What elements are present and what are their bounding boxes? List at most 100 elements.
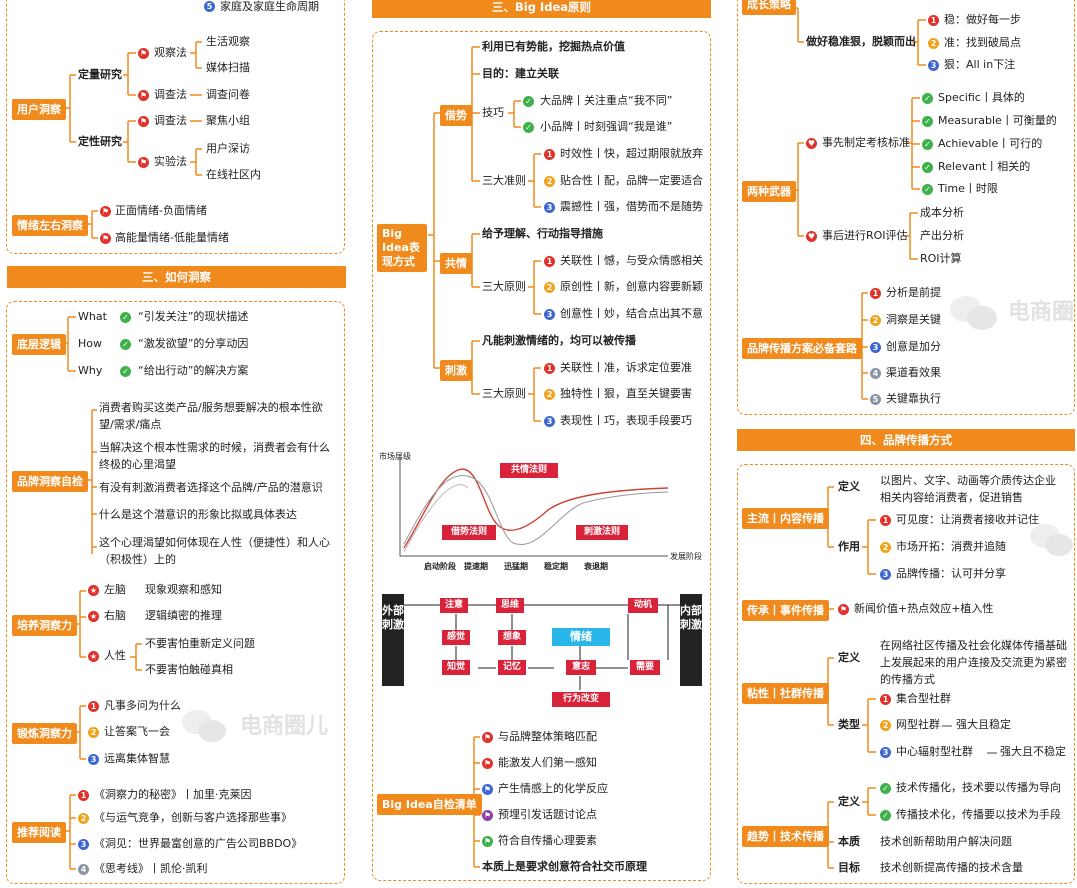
social-t3b: 强大且不稳定 bbox=[1000, 745, 1066, 758]
quant-research: 定量研究 bbox=[78, 68, 122, 81]
borrow-r3: 震撼性丨强，借势而不是随势 bbox=[560, 200, 703, 213]
deep-interview: 用户深访 bbox=[206, 142, 250, 155]
flow-emotion: 情绪 bbox=[552, 628, 610, 646]
user-insight-tag: 用户洞察 bbox=[12, 99, 66, 120]
flag-icon: ⚑ bbox=[100, 233, 111, 244]
outer-stimulus: 外部刺激 bbox=[382, 594, 404, 686]
number-5-icon: 5 bbox=[870, 394, 881, 405]
content-tag: 主流丨内容传播 bbox=[742, 508, 829, 529]
curve-x-tick: 稳定期 bbox=[544, 562, 568, 571]
check-icon: ✓ bbox=[523, 122, 534, 133]
check-e: 符合自传播心理要素 bbox=[498, 834, 597, 847]
curve-ylabel: 市场层级 bbox=[379, 452, 411, 461]
number-1-icon: 1 bbox=[88, 701, 99, 712]
curve-x-tick: 迅猛期 bbox=[504, 562, 528, 571]
check-icon: ✓ bbox=[880, 810, 891, 821]
read-a: 《洞察力的秘密》丨加里·克莱因 bbox=[94, 788, 252, 801]
content-u2: 市场开拓：消费并追随 bbox=[896, 540, 1006, 553]
borrow-s1: 大品牌丨关注重点“我不同” bbox=[540, 94, 673, 107]
stimulate-r3: 表现性丨巧，表现手段要巧 bbox=[560, 414, 692, 427]
check-icon: ✓ bbox=[120, 339, 131, 350]
content-use: 作用 bbox=[838, 540, 860, 553]
social-t2: 网型社群 bbox=[896, 718, 940, 731]
read-b: 《与运气竞争，创新与客户选择那些事》 bbox=[94, 811, 292, 824]
read-c: 《洞见：世界最富创意的广告公司BBDO》 bbox=[94, 837, 303, 850]
comm-panel bbox=[737, 464, 1075, 884]
weapons-std: 事先制定考核标准 bbox=[822, 136, 910, 149]
number-3-icon: 3 bbox=[544, 202, 555, 213]
number-2-icon: 2 bbox=[880, 720, 891, 731]
event-tag: 传承丨事件传播 bbox=[742, 600, 829, 621]
tech-goal-text: 技术创新提高传播的技术含量 bbox=[880, 861, 1023, 874]
number-4-icon: 4 bbox=[870, 368, 881, 379]
number-2-icon: 2 bbox=[544, 176, 555, 187]
right-brain-text: 逻辑缜密的推理 bbox=[145, 609, 222, 622]
weapons-s5: Time丨时限 bbox=[938, 182, 998, 195]
weapons-roi: 事后进行ROI评估 bbox=[822, 229, 908, 242]
resonate-rule: 三大原则 bbox=[482, 280, 526, 293]
number-3-icon: 3 bbox=[870, 342, 881, 353]
section-4-header: 四、品牌传播方式 bbox=[737, 429, 1075, 451]
brand-check-tag: 品牌洞察自检 bbox=[12, 471, 88, 492]
curve-label-stimulate: 刺激法则 bbox=[576, 525, 628, 540]
precise-label: 做好稳准狠，脱颖而出 bbox=[806, 35, 916, 48]
borrow-r1: 时效性丨快，超过期限就放弃 bbox=[560, 147, 703, 160]
check-b: 能激发人们第一感知 bbox=[498, 756, 597, 769]
observe-method: 观察法 bbox=[154, 46, 187, 59]
emotion-tag: 情绪左右洞察 bbox=[12, 215, 88, 236]
star-icon: ★ bbox=[88, 651, 99, 662]
bigidea-check-tag: Big Idea自检清单 bbox=[377, 794, 482, 815]
number-3-icon: 3 bbox=[928, 60, 939, 71]
flow-knowing: 知觉 bbox=[442, 660, 470, 675]
number-1-icon: 1 bbox=[880, 515, 891, 526]
content-def: 定义 bbox=[838, 480, 860, 493]
online-community: 在线社区内 bbox=[206, 168, 261, 181]
weapons-s3: Achievable丨可行的 bbox=[938, 137, 1043, 150]
precise-c: 狠：All in下注 bbox=[944, 58, 1016, 71]
human-nature: 人性 bbox=[104, 649, 126, 662]
wechat-watermark-icon bbox=[182, 706, 232, 746]
weapons-s4: Relevant丨相关的 bbox=[938, 160, 1031, 173]
bigidea-panel bbox=[372, 31, 711, 881]
emotion-a: 正面情绪-负面情绪 bbox=[115, 204, 207, 217]
flag-icon: ⚑ bbox=[838, 604, 849, 615]
must-b: 洞察是关键 bbox=[886, 313, 941, 326]
social-t3: 中心辐射型社群 bbox=[896, 745, 973, 758]
must-e: 关键靠执行 bbox=[886, 392, 941, 405]
flow-will: 意志 bbox=[566, 660, 596, 675]
what-text: “引发关注”的现状描述 bbox=[138, 310, 249, 323]
resonate-tag: 共情 bbox=[440, 253, 472, 274]
tech-goal: 目标 bbox=[838, 861, 860, 874]
borrow-l2: 目的：建立关联 bbox=[482, 67, 559, 80]
section-bigidea-header: 三、Big Idea原则 bbox=[372, 0, 711, 18]
borrow-tag: 借势 bbox=[440, 105, 472, 126]
content-u3: 品牌传播：认可并分享 bbox=[896, 567, 1006, 580]
wechat-watermark-icon bbox=[1030, 520, 1076, 560]
why-text: “给出行动”的解决方案 bbox=[138, 364, 249, 377]
check-d: 预埋引发话题讨论点 bbox=[498, 808, 597, 821]
read-d: 《思考线》丨凯伦·凯利 bbox=[94, 862, 208, 875]
number-1-icon: 1 bbox=[880, 694, 891, 705]
number-3-icon: 3 bbox=[544, 416, 555, 427]
weapons-tag: 两种武器 bbox=[742, 181, 796, 202]
curve-xlabel: 发展阶段 bbox=[670, 552, 702, 561]
human-h1: 不要害怕重新定义问题 bbox=[145, 637, 255, 650]
content-def-text: 以图片、文字、动画等介质传达企业相关内容给消费者，促进销售 bbox=[880, 474, 1056, 504]
content-u1: 可见度：让消费者接收并记住 bbox=[896, 513, 1039, 526]
tech-d2: 传播技术化，传播要以技术为手段 bbox=[896, 808, 1061, 821]
stimulate-r2: 独特性丨狠，直至关键要害 bbox=[560, 387, 692, 400]
stimulus-flow: 外部刺激 内部刺激 注意 思维 动机 感觉 想象 情绪 知觉 记忆 意志 需要 … bbox=[378, 590, 708, 715]
qual-research: 定性研究 bbox=[78, 135, 122, 148]
number-1-icon: 1 bbox=[544, 256, 555, 267]
must-a: 分析是前提 bbox=[886, 286, 941, 299]
number-2-icon: 2 bbox=[928, 38, 939, 49]
check-c: 产生情感上的化学反应 bbox=[498, 782, 608, 795]
wechat-watermark-icon bbox=[950, 292, 1002, 334]
number-3-icon: 3 bbox=[880, 569, 891, 580]
stimulate-tag: 刺激 bbox=[440, 360, 472, 381]
how-insight-panel bbox=[6, 301, 345, 884]
flag-icon: ⚑ bbox=[138, 116, 149, 127]
read-tag: 推荐阅读 bbox=[12, 822, 66, 843]
flag-icon: ⚑ bbox=[482, 758, 493, 769]
flow-motive: 动机 bbox=[628, 598, 658, 613]
